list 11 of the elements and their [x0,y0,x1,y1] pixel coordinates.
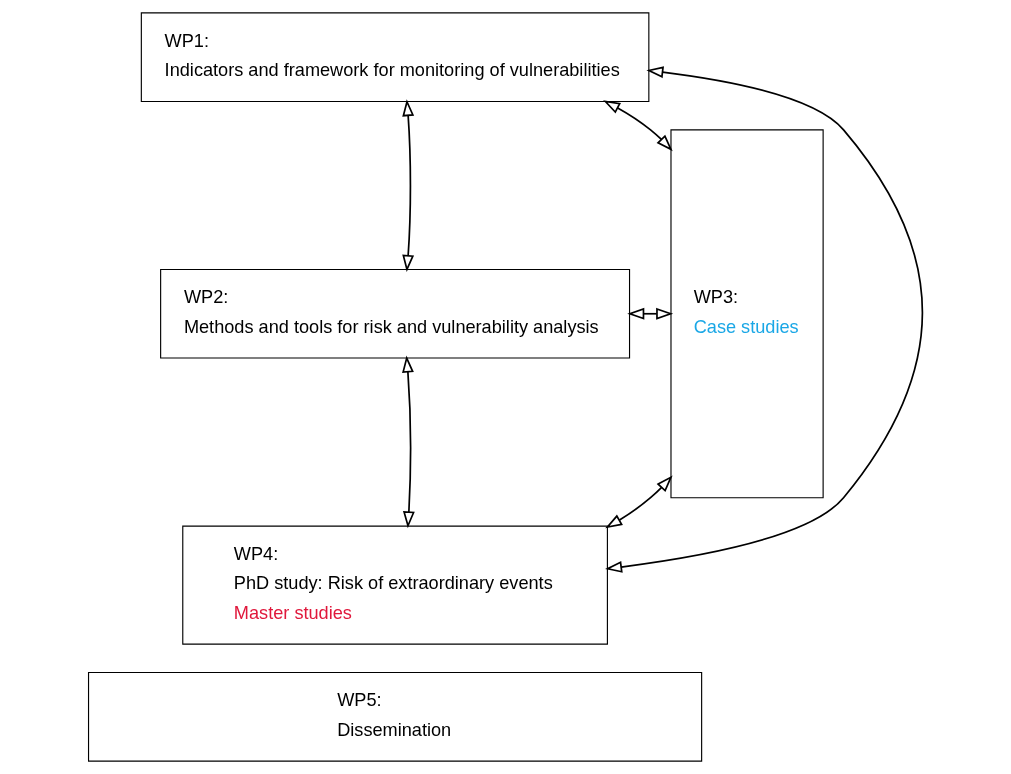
node-box: WP3: Case studies [670,129,824,499]
arrow [605,475,673,529]
arrow [402,99,415,272]
arrow [603,100,673,152]
node-box: WP2: Methods and tools for risk and vulnerability analysis [160,268,631,359]
node-box: WP5: Dissemination [87,671,703,762]
arrow [402,355,415,529]
node-box: WP1: Indicators and framework for monitoring of vulnerabilities [140,12,650,102]
arrow [627,307,674,320]
node-box: WP4: PhD study: Risk of extraordinary events Master studies [182,525,608,645]
arrow [605,66,924,573]
